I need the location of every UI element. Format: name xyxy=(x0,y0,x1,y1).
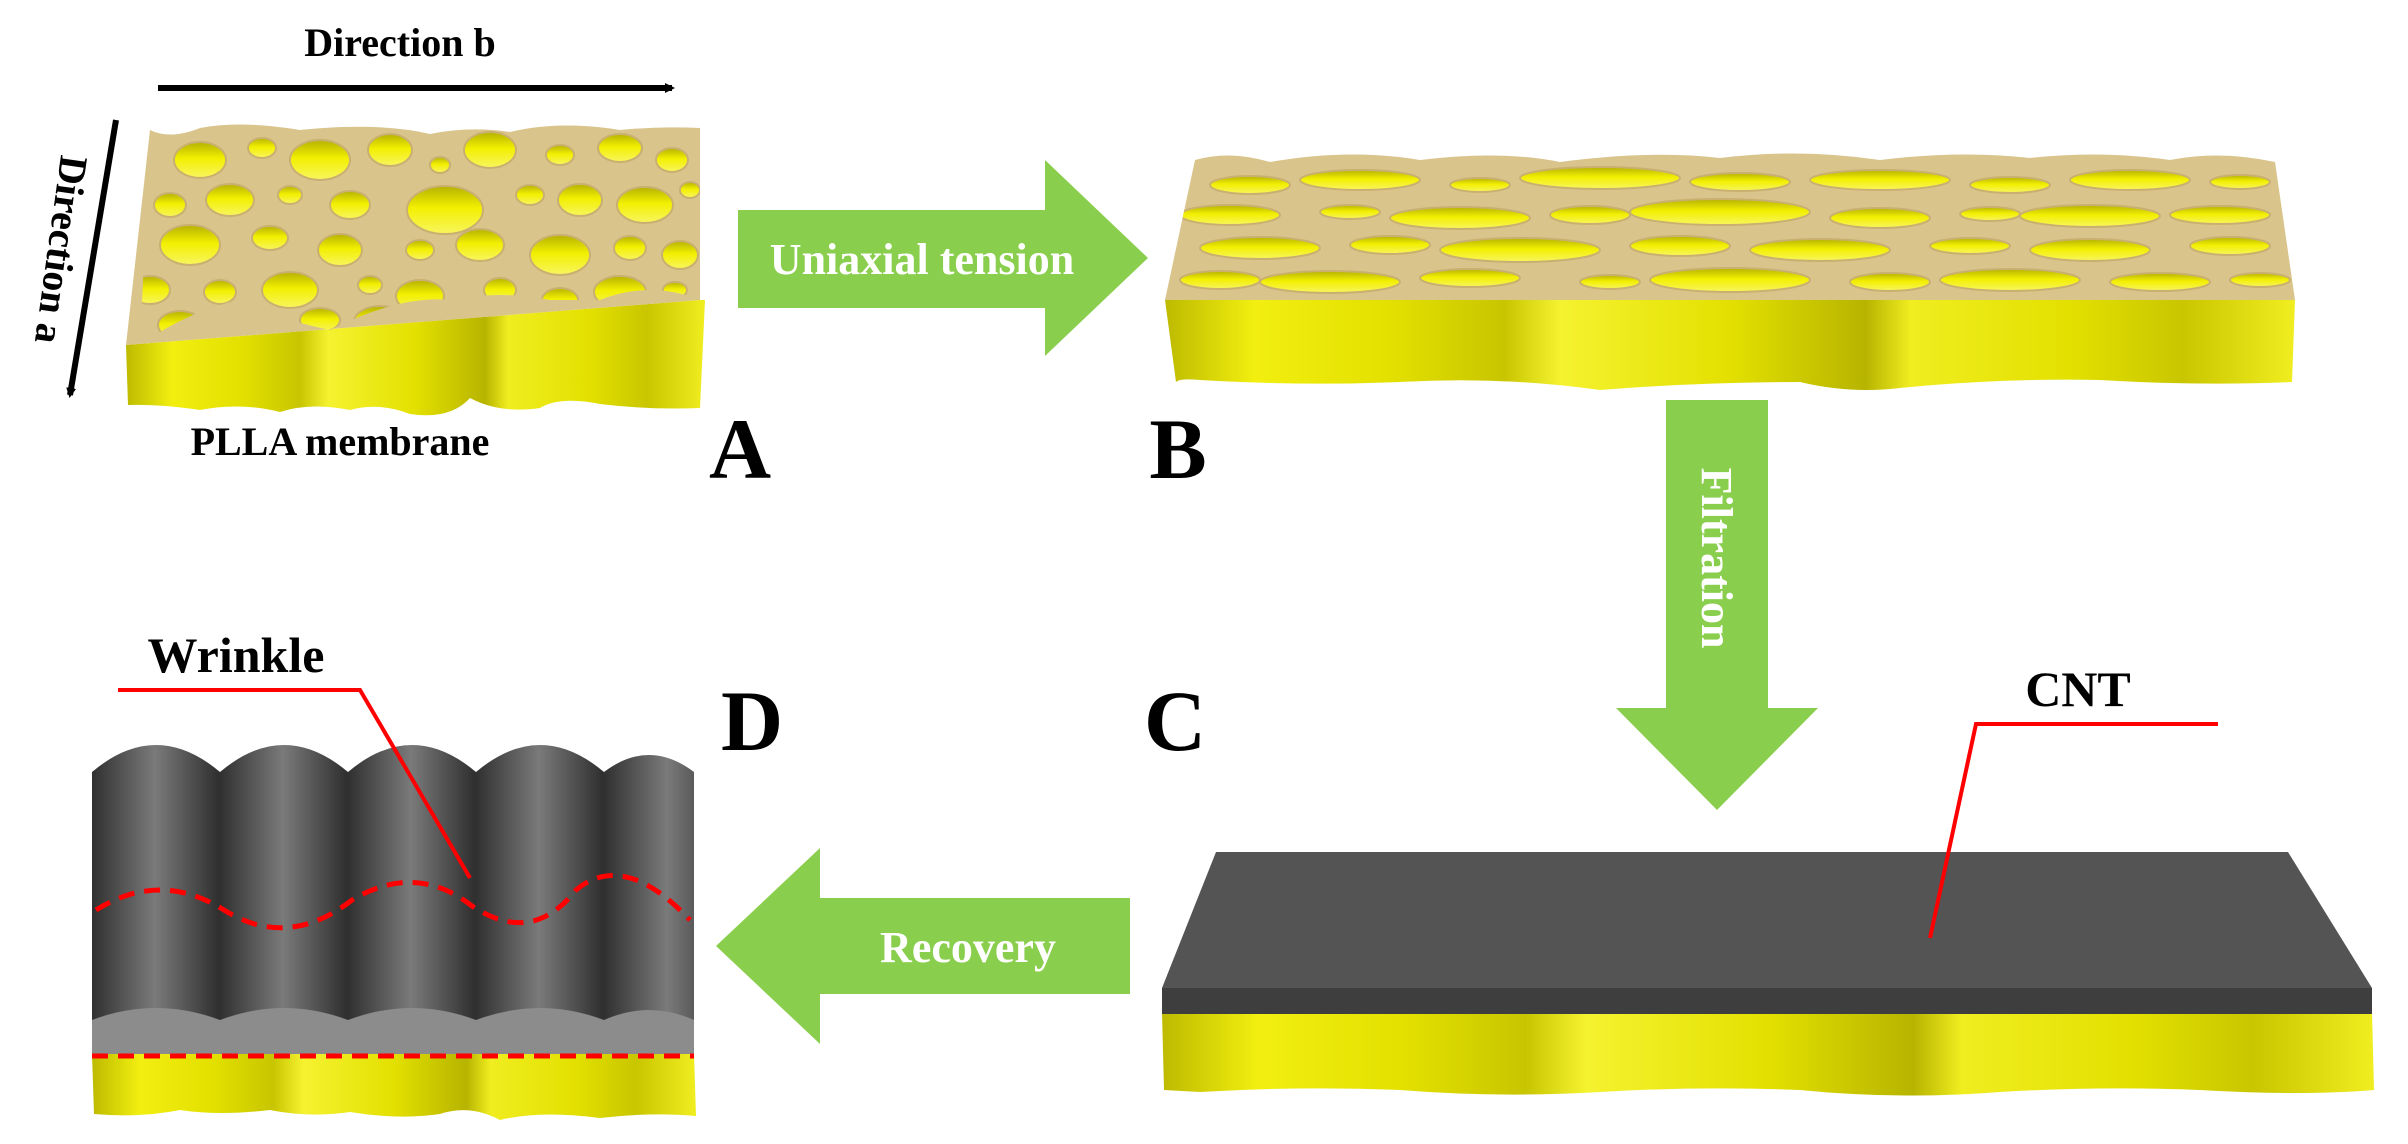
membrane-c-side xyxy=(1162,1012,2374,1096)
filtration-arrow: Filtration xyxy=(1616,400,1818,810)
membrane-b-side xyxy=(1165,300,2295,390)
membrane-label: PLLA membrane xyxy=(191,419,490,464)
membrane-a-side xyxy=(126,300,705,416)
panel-b-membrane xyxy=(1165,153,2295,390)
panel-b-letter: B xyxy=(1149,401,1206,497)
cnt-pointer-line xyxy=(1928,722,2218,939)
uniaxial-tension-arrow: Uniaxial tension xyxy=(738,160,1148,356)
cnt-layer-side xyxy=(1162,988,2372,1014)
pores-b xyxy=(1179,166,2291,294)
wrinkle-pointer-line xyxy=(118,688,472,880)
panel-c-letter: C xyxy=(1144,673,1206,769)
direction-a-arrow xyxy=(66,119,119,398)
membrane-d-side xyxy=(92,1054,696,1120)
cnt-layer-top xyxy=(1162,852,2372,988)
wrinkle-face xyxy=(92,745,694,1054)
recovery-arrow: Recovery xyxy=(716,848,1130,1044)
wrinkle-base xyxy=(92,1008,694,1054)
wrinkle-profile-dashed xyxy=(94,873,692,931)
panel-a-letter: A xyxy=(709,401,771,497)
direction-b-label: Direction b xyxy=(304,20,495,65)
recovery-label: Recovery xyxy=(880,923,1056,972)
panel-a-membrane xyxy=(126,124,705,416)
panel-d-letter: D xyxy=(721,673,783,769)
panel-c-membrane xyxy=(1162,852,2374,1096)
uniaxial-tension-label: Uniaxial tension xyxy=(770,235,1074,284)
direction-a-label: Direction a xyxy=(26,153,97,347)
panel-d-membrane xyxy=(92,745,696,1120)
cnt-label: CNT xyxy=(2025,661,2131,717)
wrinkle-label: Wrinkle xyxy=(148,627,325,683)
filtration-label: Filtration xyxy=(1692,468,1741,649)
